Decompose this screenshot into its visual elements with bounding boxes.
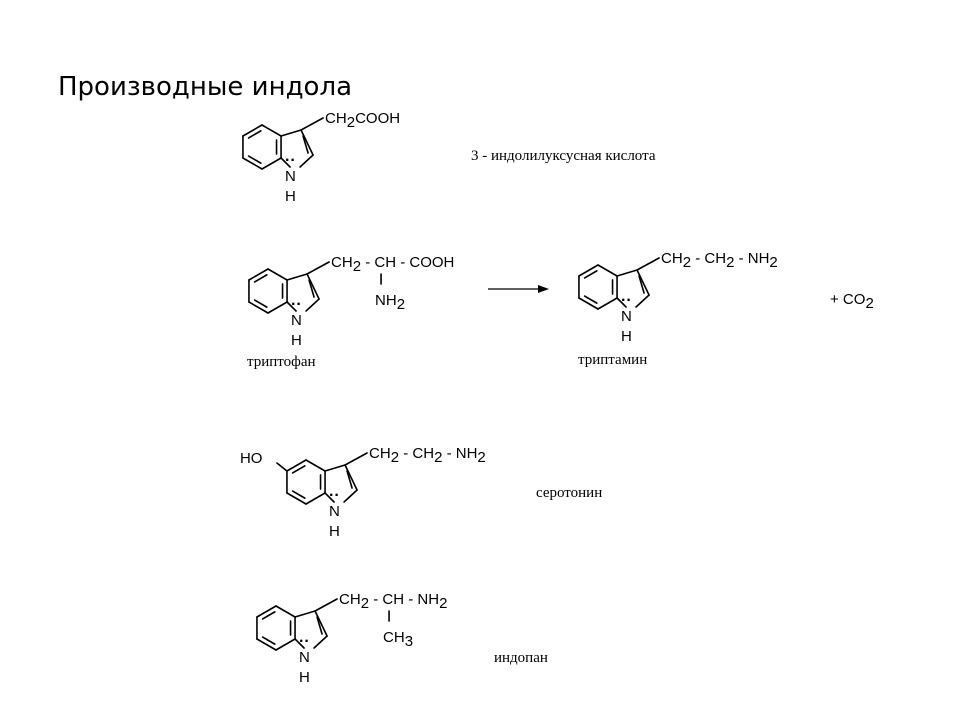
tryptamine-name: триптамин: [578, 352, 648, 368]
tryptophan-name: триптофан: [247, 354, 316, 370]
serotonin-name: серотонин: [536, 485, 603, 501]
tryptophan-side-chain: CH2​ - CH - COOH: [331, 254, 454, 275]
serotonin-molecule: NH ·· HO CH2​ - CH2​ - NH2​: [240, 445, 486, 540]
nitrogen-atom: N: [285, 168, 296, 185]
indopan-name: индопан: [494, 650, 548, 666]
hydrogen-atom: H: [329, 523, 340, 540]
nitrogen-atom: N: [291, 312, 302, 329]
tryptophan-molecule: NH ·· CH2​ - CH - COOH NH2​: [248, 254, 454, 349]
nitrogen-atom: N: [329, 503, 340, 520]
nitrogen-atom: N: [299, 649, 310, 666]
lone-pair: ··: [329, 487, 340, 504]
co2-product: + CO2​: [830, 291, 874, 312]
indopan-molecule: NH ·· CH2​ - CH - NH2​ CH3​: [256, 591, 447, 686]
lone-pair: ··: [621, 292, 632, 309]
tryptophan-branch-group: NH2​: [375, 292, 405, 313]
tryptamine-side-chain: CH2​ - CH2​ - NH2​: [661, 250, 778, 271]
lone-pair: ··: [299, 633, 310, 650]
hydroxy-group: HO: [240, 450, 263, 467]
iaa-name: 3 - индолилуксусная кислота: [471, 148, 656, 164]
nitrogen-atom: N: [621, 308, 632, 325]
indopan-branch-group: CH3​: [383, 629, 413, 650]
hydrogen-atom: H: [621, 328, 632, 345]
iaa-molecule: NH ·· CH2​COOH: [242, 110, 400, 205]
reaction-arrow: [488, 285, 549, 293]
indopan-side-chain: CH2​ - CH - NH2​: [339, 591, 447, 612]
tryptamine-molecule: NH ·· CH2​ - CH2​ - NH2​: [578, 250, 778, 345]
lone-pair: ··: [291, 296, 302, 313]
hydrogen-atom: H: [291, 332, 302, 349]
slide-title: Производные индола: [58, 72, 353, 102]
hydrogen-atom: H: [299, 669, 310, 686]
lone-pair: ··: [285, 152, 296, 169]
serotonin-side-chain: CH2​ - CH2​ - NH2​: [369, 445, 486, 466]
iaa-side-chain: CH2​COOH: [325, 110, 400, 131]
hydrogen-atom: H: [285, 188, 296, 205]
